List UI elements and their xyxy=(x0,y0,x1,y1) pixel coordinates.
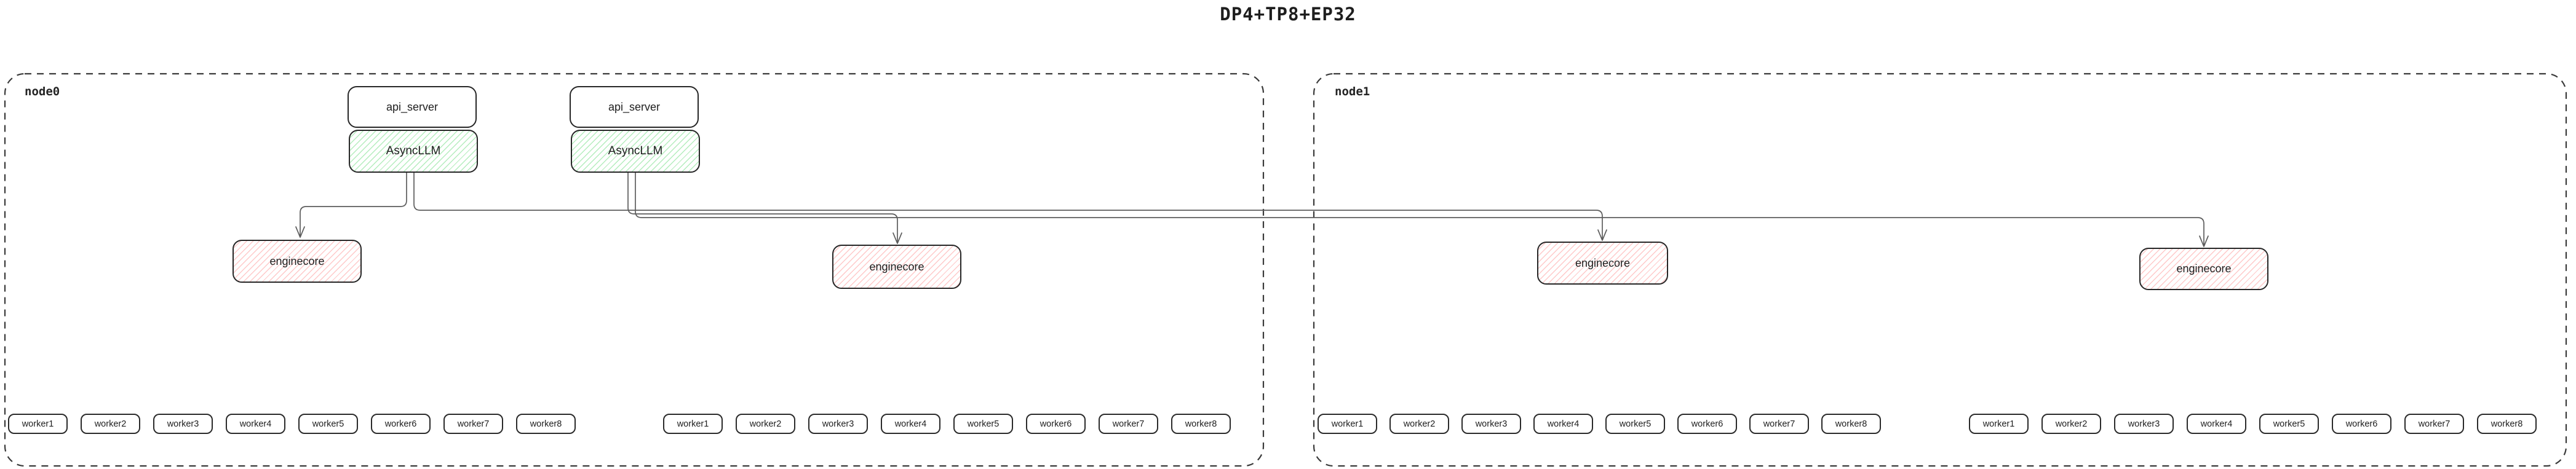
enginecore-node1-right-box: enginecore xyxy=(2139,248,2268,290)
node0-worker-group-2: worker1 worker2 worker3 worker4 worker5 … xyxy=(663,414,1231,434)
worker-box: worker7 xyxy=(2404,414,2464,434)
worker-box: worker6 xyxy=(371,414,431,434)
worker-box: worker4 xyxy=(226,414,285,434)
worker-box: worker3 xyxy=(1461,414,1521,434)
worker-box: worker5 xyxy=(953,414,1013,434)
worker-box: worker7 xyxy=(1749,414,1809,434)
worker-box: worker8 xyxy=(516,414,576,434)
worker-box: worker2 xyxy=(1389,414,1449,434)
api-server-1-box: api_server xyxy=(348,86,477,128)
diagram-title: DP4+TP8+EP32 xyxy=(1220,4,1356,25)
worker-box: worker5 xyxy=(298,414,358,434)
worker-box: worker5 xyxy=(1605,414,1665,434)
worker-box: worker7 xyxy=(1099,414,1158,434)
worker-box: worker7 xyxy=(443,414,503,434)
asyncllm-1-box: AsyncLLM xyxy=(349,130,478,173)
worker-box: worker6 xyxy=(1677,414,1737,434)
asyncllm-2-box: AsyncLLM xyxy=(571,130,700,173)
node1-worker-group-2: worker1 worker2 worker3 worker4 worker5 … xyxy=(1969,414,2537,434)
worker-box: worker6 xyxy=(1026,414,1086,434)
connector-asyncllm1-to-enginecore-n1-left xyxy=(413,172,1607,241)
worker-box: worker8 xyxy=(1821,414,1881,434)
worker-box: worker8 xyxy=(1171,414,1231,434)
node1-label: node1 xyxy=(1335,85,1370,98)
node0-border xyxy=(4,73,1265,467)
connector-asyncllm1-to-enginecore-n0-left xyxy=(295,172,407,238)
node1-worker-group-1: worker1 worker2 worker3 worker4 worker5 … xyxy=(1318,414,1881,434)
worker-box: worker1 xyxy=(663,414,723,434)
worker-box: worker1 xyxy=(1969,414,2029,434)
worker-box: worker4 xyxy=(2187,414,2246,434)
api-server-2-box: api_server xyxy=(570,86,699,128)
worker-box: worker2 xyxy=(81,414,140,434)
connector-asyncllm2-to-enginecore-n0-right xyxy=(627,172,902,244)
node0-worker-group-1: worker1 worker2 worker3 worker4 worker5 … xyxy=(8,414,576,434)
worker-box: worker4 xyxy=(1533,414,1593,434)
worker-box: worker3 xyxy=(153,414,213,434)
worker-box: worker8 xyxy=(2477,414,2537,434)
worker-box: worker5 xyxy=(2259,414,2319,434)
worker-box: worker1 xyxy=(8,414,68,434)
enginecore-node0-right-box: enginecore xyxy=(832,245,961,289)
node1-border xyxy=(1313,73,2567,467)
enginecore-node1-left-box: enginecore xyxy=(1537,242,1668,285)
worker-box: worker1 xyxy=(1318,414,1377,434)
node0-label: node0 xyxy=(25,85,60,98)
worker-box: worker3 xyxy=(808,414,868,434)
connector-asyncllm2-to-enginecore-n1-right xyxy=(635,172,2209,247)
worker-box: worker2 xyxy=(2041,414,2101,434)
enginecore-node0-left-box: enginecore xyxy=(233,240,362,283)
worker-box: worker3 xyxy=(2114,414,2174,434)
worker-box: worker6 xyxy=(2332,414,2391,434)
worker-box: worker4 xyxy=(881,414,940,434)
worker-box: worker2 xyxy=(736,414,795,434)
